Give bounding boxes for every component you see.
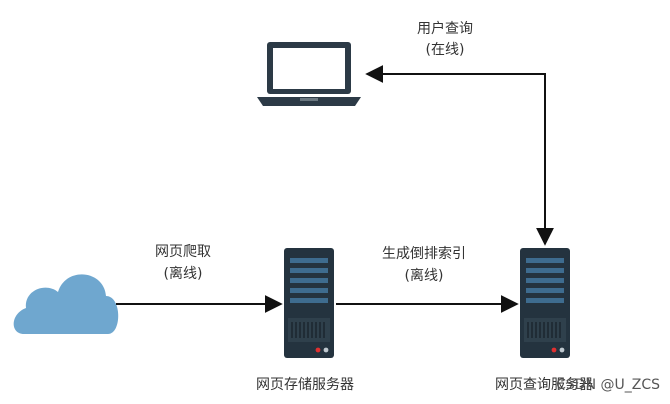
query-arrow	[365, 65, 554, 246]
user-query-label: 用户查询	[417, 20, 473, 37]
index-label: 生成倒排索引	[382, 245, 466, 262]
query-server-label: 网页查询服务器	[495, 377, 593, 393]
storage-server-label: 网页存储服务器	[256, 377, 354, 393]
laptop-icon	[257, 42, 361, 106]
index-mode-label: (离线)	[405, 267, 444, 284]
cloud-icon	[13, 274, 119, 334]
user-query-mode-label: (在线)	[426, 42, 465, 58]
crawl-label: 网页爬取	[155, 244, 211, 260]
crawl-mode-label: (离线)	[164, 265, 203, 282]
query-server-icon	[520, 248, 570, 358]
storage-server-icon	[284, 248, 334, 358]
watermark: CSDN @U_ZCS	[556, 377, 660, 393]
